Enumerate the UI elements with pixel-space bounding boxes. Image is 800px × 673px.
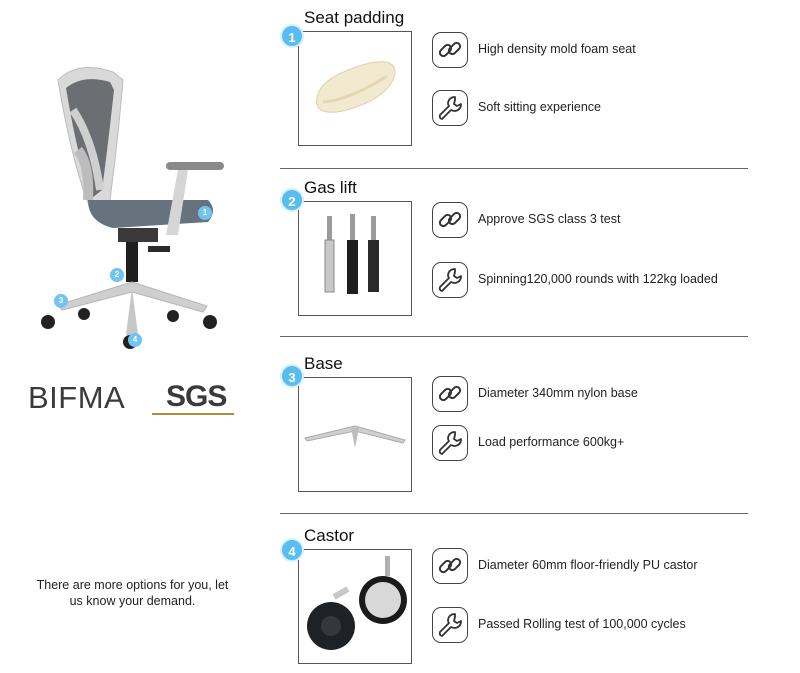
office-chair-image: 1 2 3 4 <box>18 50 238 360</box>
chair-callout-4: 4 <box>128 333 142 347</box>
section-number-badge: 2 <box>280 188 304 212</box>
feature-text: Soft sitting experience <box>478 100 601 114</box>
section-castor: Castor 4 Diameter 60mm floor-friendly PU… <box>280 526 750 668</box>
feature-text: Approve SGS class 3 test <box>478 212 621 226</box>
feature-text: Passed Rolling test of 100,000 cycles <box>478 617 686 631</box>
wrench-icon <box>432 425 468 461</box>
feature-text: Spinning120,000 rounds with 122kg loaded <box>478 272 718 286</box>
section-title: Base <box>304 354 343 373</box>
section-divider <box>280 168 748 169</box>
bifma-logo: BIFMA <box>28 380 126 415</box>
section-base: Base 3 Diameter 340mm nylon base Load pe… <box>280 354 750 504</box>
section-number-badge: 4 <box>280 538 304 562</box>
seat-foam-image <box>298 31 412 146</box>
sgs-logo-underline <box>152 413 234 415</box>
section-title: Gas lift <box>304 178 357 197</box>
base-image <box>298 377 412 492</box>
section-title: Seat padding <box>304 8 405 27</box>
feature-text: High density mold foam seat <box>478 42 636 56</box>
options-note: There are more options for you, let us k… <box>36 578 229 608</box>
chair-callout-2: 2 <box>110 268 124 282</box>
feature-text: Diameter 60mm floor-friendly PU castor <box>478 558 698 572</box>
gas-lift-image <box>298 201 412 316</box>
section-title: Castor <box>304 526 355 545</box>
chair-callout-3: 3 <box>54 294 68 308</box>
chain-link-icon <box>432 548 468 584</box>
certification-logos: BIFMA SGS <box>28 380 238 420</box>
wrench-icon <box>432 90 468 126</box>
section-divider <box>280 513 748 514</box>
wrench-icon <box>432 607 468 643</box>
chair-callout-1: 1 <box>198 206 212 220</box>
sgs-logo: SGS <box>166 380 227 413</box>
castor-image <box>298 549 412 664</box>
section-number-badge: 3 <box>280 364 304 388</box>
chain-link-icon <box>432 32 468 68</box>
chain-link-icon <box>432 376 468 412</box>
section-number-badge: 1 <box>280 24 304 48</box>
section-seat-padding: Seat padding 1 High density mold foam se… <box>280 8 750 158</box>
wrench-icon <box>432 262 468 298</box>
chain-link-icon <box>432 202 468 238</box>
feature-text: Diameter 340mm nylon base <box>478 386 638 400</box>
office-chair-illustration <box>41 67 224 349</box>
feature-text: Load performance 600kg+ <box>478 435 625 449</box>
section-divider <box>280 336 748 337</box>
section-gas-lift: Gas lift 2 Approve SGS class 3 test Spin… <box>280 178 750 328</box>
